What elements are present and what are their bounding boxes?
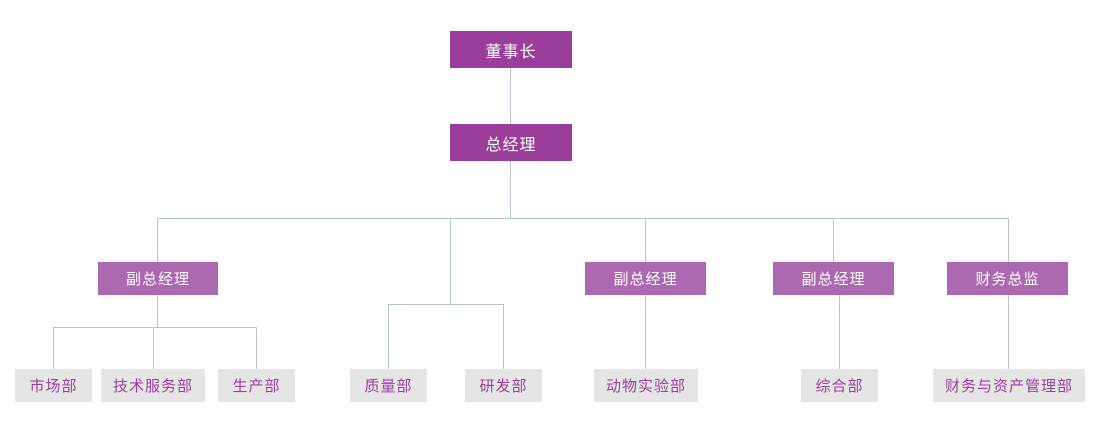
connector-bus-to-deputy-gm-1	[157, 218, 158, 262]
node-finance-asset-dept[interactable]: 财务与资产管理部	[933, 369, 1085, 402]
connector-deputy-gm-3-to-general-affairs-dept	[839, 295, 840, 369]
connector-top-bus	[157, 218, 1009, 219]
connector-subbus-left	[53, 327, 257, 328]
connector-deputy-gm-1-to-subbus	[157, 295, 158, 327]
connector-bus-to-deputy-gm-2	[645, 218, 646, 262]
connector-bus-to-cfo	[1008, 218, 1009, 262]
connector-deputy-gm-2-to-animal-lab-dept	[645, 295, 646, 369]
node-tech-service-dept[interactable]: 技术服务部	[101, 369, 205, 402]
node-deputy-gm-1[interactable]: 副总经理	[98, 262, 218, 295]
node-production-dept[interactable]: 生产部	[218, 369, 295, 402]
node-animal-lab-dept[interactable]: 动物实验部	[594, 369, 698, 402]
connector-subbus-to-rnd-dept	[503, 304, 504, 369]
connector-subbus-to-production-dept	[256, 327, 257, 369]
connector-subbus-to-marketing-dept	[53, 327, 54, 369]
connector-chairman-to-gm	[510, 68, 511, 124]
connector-subbus-to-quality-dept	[388, 304, 389, 369]
connector-subbus-to-tech-service-dept	[153, 327, 154, 369]
connector-bus-to-quality-group	[450, 218, 451, 304]
node-deputy-gm-3[interactable]: 副总经理	[773, 262, 894, 295]
node-marketing-dept[interactable]: 市场部	[15, 369, 92, 402]
node-quality-dept[interactable]: 质量部	[350, 369, 427, 402]
node-general-manager[interactable]: 总经理	[450, 124, 572, 161]
connector-gm-to-bus	[510, 161, 511, 218]
node-chairman[interactable]: 董事长	[450, 31, 572, 68]
connector-bus-to-deputy-gm-3	[833, 218, 834, 262]
node-rnd-dept[interactable]: 研发部	[465, 369, 542, 402]
node-cfo[interactable]: 财务总监	[947, 262, 1068, 295]
connector-cfo-to-finance-asset-dept	[1008, 295, 1009, 369]
node-general-affairs-dept[interactable]: 综合部	[801, 369, 878, 402]
connector-subbus-center	[388, 304, 504, 305]
node-deputy-gm-2[interactable]: 副总经理	[585, 262, 706, 295]
